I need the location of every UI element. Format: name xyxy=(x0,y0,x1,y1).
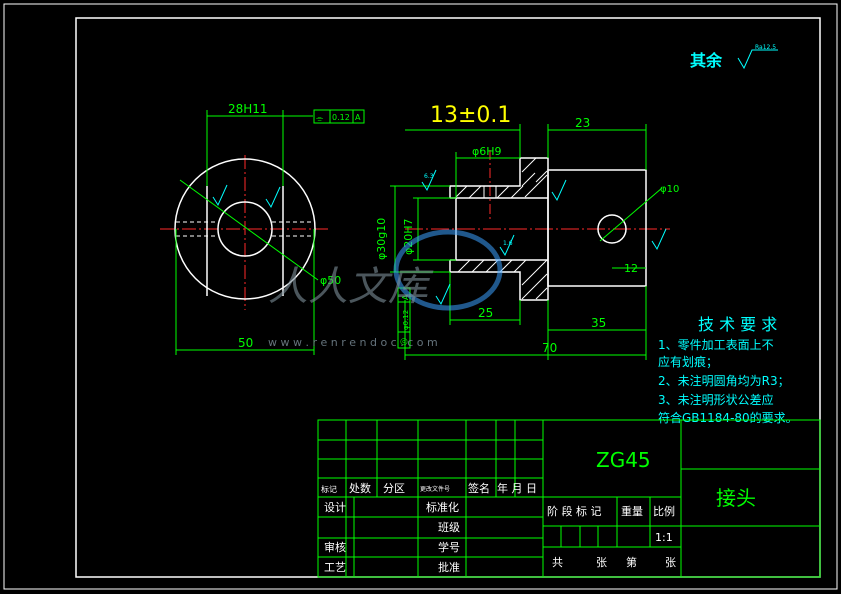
watermark-name: 人人文库 xyxy=(268,264,434,310)
fcf-top-symbol: ⌯ xyxy=(316,114,324,124)
roughness-marks xyxy=(212,169,667,306)
sheet-unit-1: 张 xyxy=(596,556,607,569)
part-name: 接头 xyxy=(716,486,756,510)
label-class: 班级 xyxy=(438,521,460,534)
label-process: 工艺 xyxy=(324,561,346,574)
label-standard: 标准化 xyxy=(426,500,459,514)
label-student-no: 学号 xyxy=(438,540,460,554)
left-view xyxy=(160,110,330,355)
fcf-top-value: 0.12 xyxy=(332,113,350,122)
watermark-logo-icon xyxy=(393,229,503,311)
tech-line-3: 2、未注明圆角均为R3； xyxy=(658,373,790,388)
label-weight: 重量 xyxy=(621,504,643,518)
rev-date: 年 月 日 xyxy=(497,481,537,495)
rev-sign: 签名 xyxy=(468,481,490,495)
dim-35: 35 xyxy=(591,316,606,330)
tech-line-2: 应有划痕； xyxy=(658,354,718,369)
scale-value: 1:1 xyxy=(655,531,673,544)
material: ZG45 xyxy=(596,448,651,472)
dim-phi30g10: φ30g10 xyxy=(375,218,388,260)
dim-70: 70 xyxy=(542,341,557,355)
dim-25: 25 xyxy=(478,306,493,320)
roughness-symbol-icon xyxy=(737,49,778,70)
title-block xyxy=(317,419,821,578)
rev-count: 处数 xyxy=(349,482,371,495)
rev-zone: 分区 xyxy=(383,482,405,495)
outer-frame xyxy=(3,3,838,590)
fcf-side-datum: A xyxy=(401,294,410,300)
tech-line-5: 符合GB1184-80的要求。 xyxy=(658,410,798,425)
fcf-side-value: φ0.12 xyxy=(402,310,410,330)
label-scale: 比例 xyxy=(653,504,675,518)
sheet-total-label: 共 xyxy=(552,556,563,569)
fcf-top-datum: A xyxy=(355,113,361,122)
inner-frame xyxy=(75,17,821,578)
dim-phi6h9: φ6H9 xyxy=(472,145,502,158)
fcf-side-symbol: ◎ xyxy=(400,337,408,347)
dim-phi10: φ10 xyxy=(660,184,679,195)
tolerance-title: 13±0.1 xyxy=(430,103,511,128)
roughness-value: Ra12.5 xyxy=(755,44,776,51)
watermark-url: w w w . r e n r e n d o c . c o m xyxy=(268,336,438,349)
section-view xyxy=(390,124,670,360)
rev-docno: 更改文件号 xyxy=(420,485,450,493)
label-stage: 阶 段 标 记 xyxy=(547,504,602,518)
roughness-mark-label: 6.3 xyxy=(424,173,434,180)
label-design: 设计 xyxy=(324,501,346,514)
roughness-label: 其余 xyxy=(690,51,723,70)
label-review: 审核 xyxy=(324,540,346,554)
dim-23: 23 xyxy=(575,116,590,130)
dim-50: 50 xyxy=(238,336,253,350)
dim-12: 12 xyxy=(624,262,638,275)
dim-28h11: 28H11 xyxy=(228,102,268,116)
dim-phi50: φ50 xyxy=(320,274,341,287)
tech-line-1: 1、零件加工表面上不 xyxy=(658,338,774,352)
fcf-top xyxy=(313,109,365,124)
sheet-no-label: 第 xyxy=(626,555,637,569)
sheet-unit-2: 张 xyxy=(665,556,676,569)
rev-mark: 标记 xyxy=(321,484,337,494)
tech-line-4: 3、未注明形状公差应 xyxy=(658,392,774,407)
roughness-mark-label-2: 1.6 xyxy=(503,240,513,247)
tech-title: 技 术 要 求 xyxy=(698,315,777,334)
label-approve: 批准 xyxy=(438,560,460,574)
